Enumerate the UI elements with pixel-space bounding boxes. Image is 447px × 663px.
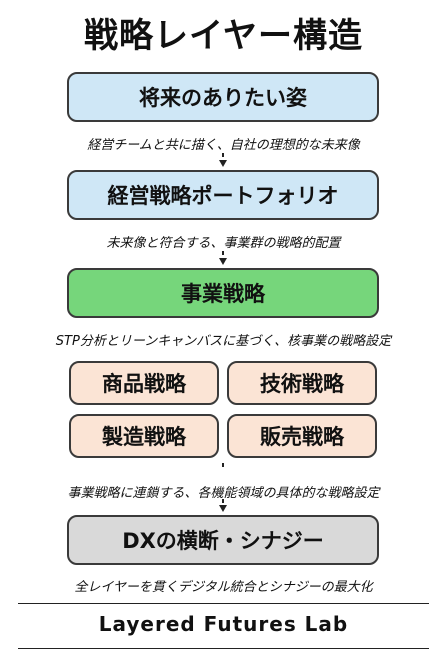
caption-vision: 経営チームと共に描く、自社の理想的な未来像 [87, 138, 360, 153]
arrow-down-icon [219, 258, 227, 265]
layer-business: 事業戦略 [67, 268, 379, 318]
layer-dx: DXの横断・シナジー [67, 515, 379, 565]
diagram-title: 戦略レイヤー構造 [84, 16, 363, 56]
layer-vision: 将来のありたい姿 [67, 72, 379, 122]
caption-functions: 事業戦略に連鎖する、各機能領域の具体的な戦略設定 [67, 486, 380, 501]
arrow-down-icon [219, 505, 227, 512]
footer-rule-top [18, 603, 429, 604]
function-sales: 販売戦略 [227, 414, 377, 458]
function-technology: 技術戦略 [227, 361, 377, 405]
footer-rule-bottom [18, 648, 429, 649]
caption-dx: 全レイヤーを貫くデジタル統合とシナジーの最大化 [74, 580, 373, 595]
arrow-down-icon [219, 160, 227, 167]
layer-portfolio: 経営戦略ポートフォリオ [67, 170, 379, 220]
connector-dot [222, 153, 224, 157]
connector-dot [222, 463, 224, 467]
caption-business: STP分析とリーンキャンバスに基づく、核事業の戦略設定 [55, 334, 392, 349]
footer-brand: Layered Futures Lab [98, 612, 349, 636]
connector-dot [222, 251, 224, 255]
caption-portfolio: 未来像と符合する、事業群の戦略的配置 [106, 236, 341, 251]
function-product: 商品戦略 [69, 361, 219, 405]
function-manufacturing: 製造戦略 [69, 414, 219, 458]
connector-dot [222, 499, 224, 503]
